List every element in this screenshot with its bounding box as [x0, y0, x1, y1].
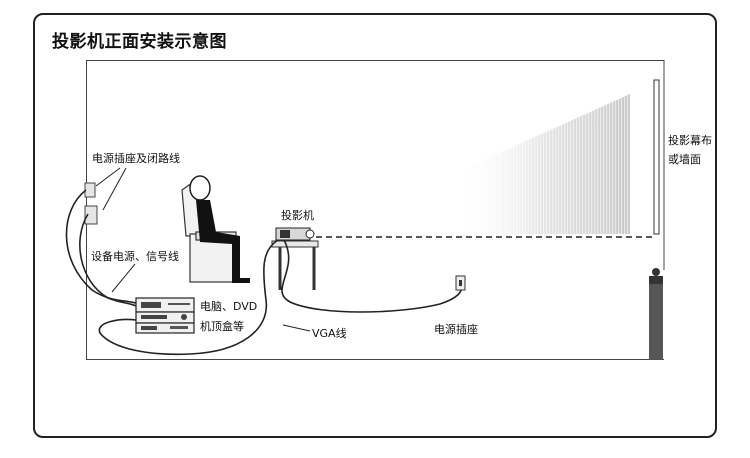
socket-and-cctv-label: 电源插座及闭路线 [92, 152, 180, 165]
device-cables [65, 189, 137, 307]
projection-beam [462, 94, 630, 234]
device-power-signal-label: 设备电源、信号线 [91, 250, 179, 263]
projector-table [271, 240, 319, 290]
wall-outlets [84, 182, 98, 225]
screen-label-line2: 或墙面 [668, 153, 701, 166]
vga-cable-label: VGA线 [312, 327, 347, 340]
projector-cables [98, 239, 463, 356]
projector-label: 投影机 [281, 209, 314, 222]
devices-label-line2: 机顶盒等 [200, 320, 244, 333]
floor-power-socket [455, 275, 466, 291]
power-socket-label: 电源插座 [434, 323, 478, 336]
devices-label-line1: 电脑、DVD [200, 300, 258, 313]
label-pointers [95, 167, 311, 332]
speaker [649, 268, 663, 360]
projector [275, 227, 315, 241]
projection-screen [653, 79, 660, 235]
screen-label-line1: 投影幕布 [668, 134, 712, 147]
av-device-stack [135, 297, 195, 334]
diagram-title: 投影机正面安装示意图 [52, 32, 227, 52]
viewer-person [189, 175, 250, 283]
